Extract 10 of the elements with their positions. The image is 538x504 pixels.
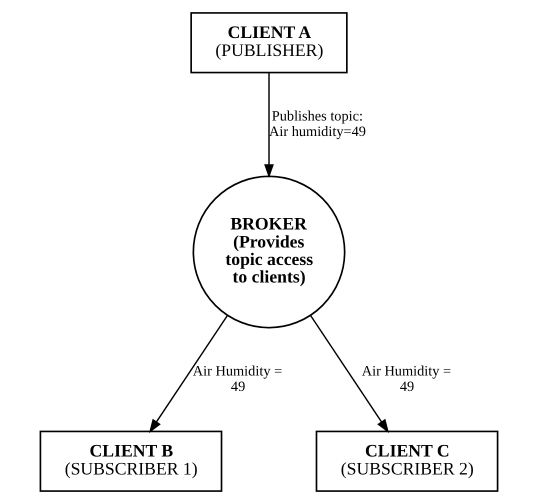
node-box: CLIENT C (SUBSCRIBER 2) (316, 430, 498, 492)
node-box: CLIENT B (SUBSCRIBER 1) (40, 430, 222, 492)
edge-label: Publishes topic: Air humidity=49 (269, 108, 366, 140)
arrow (310, 315, 389, 434)
edge-label: Air Humidity = 49 (362, 364, 452, 396)
arrow (149, 315, 228, 434)
arrow (264, 72, 274, 178)
node-circle: BROKER (Provides topic access to clients) (192, 176, 346, 328)
edge-label: Air Humidity = 49 (192, 364, 282, 396)
node-box: CLIENT A (PUBLISHER) (190, 12, 348, 74)
